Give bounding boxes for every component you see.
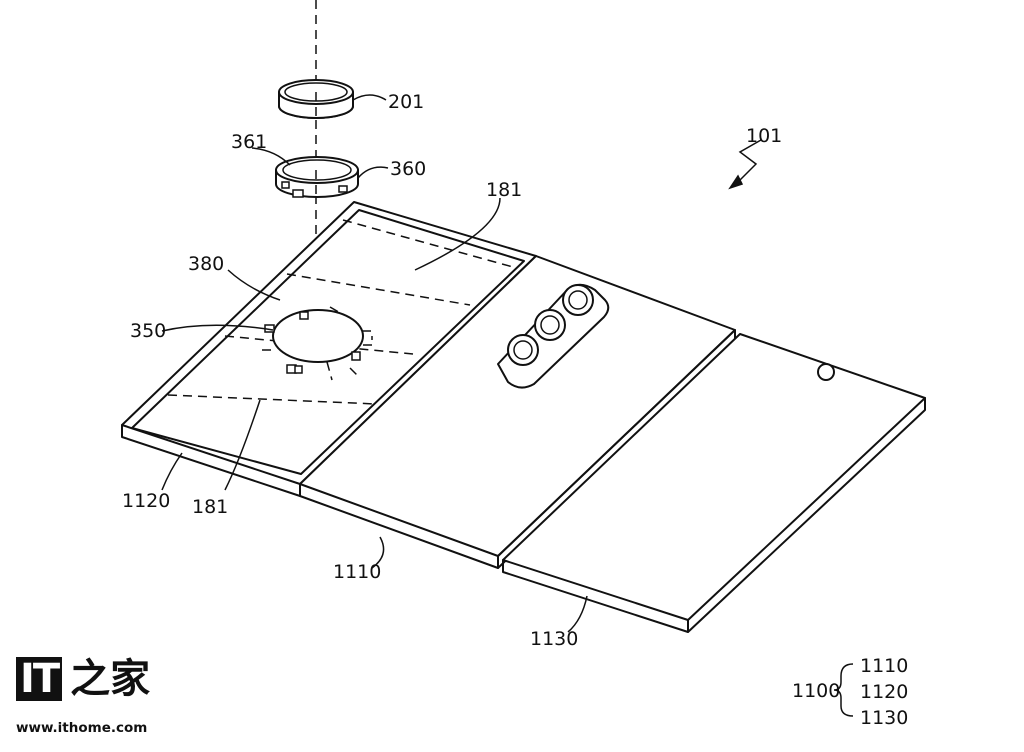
panel-1110: [299, 255, 736, 569]
label-1120: 1120: [122, 490, 170, 512]
ring-360: [275, 156, 359, 200]
label-1130: 1130: [530, 628, 578, 650]
label-361: 361: [231, 131, 267, 153]
label-181-top: 181: [486, 179, 522, 201]
hole: [817, 363, 835, 381]
logo-cn-text: 之家: [70, 655, 151, 702]
label-380: 380: [188, 253, 224, 275]
brace-label-1130: 1130: [860, 707, 908, 729]
label-181-bottom: 181: [192, 496, 228, 518]
label-350: 350: [130, 320, 166, 342]
panel-1130: [502, 333, 926, 633]
hole-350: [262, 306, 376, 381]
camera-module: [497, 283, 610, 389]
label-101: 101: [746, 125, 782, 147]
ring-201: [278, 79, 354, 120]
brace-label-1120: 1120: [860, 681, 908, 703]
leader-lines: [161, 94, 854, 717]
label-1100: 1100: [792, 680, 840, 702]
ithome-watermark: IT 之家 www.ithome.com: [16, 657, 166, 747]
brace-label-1110: 1110: [860, 655, 908, 677]
label-1110: 1110: [333, 561, 381, 583]
ithome-logo: IT 之家: [16, 657, 150, 707]
logo-it-text: IT: [16, 657, 63, 701]
label-360: 360: [390, 158, 426, 180]
ithome-url: www.ithome.com: [16, 720, 148, 736]
label-201: 201: [388, 91, 424, 113]
